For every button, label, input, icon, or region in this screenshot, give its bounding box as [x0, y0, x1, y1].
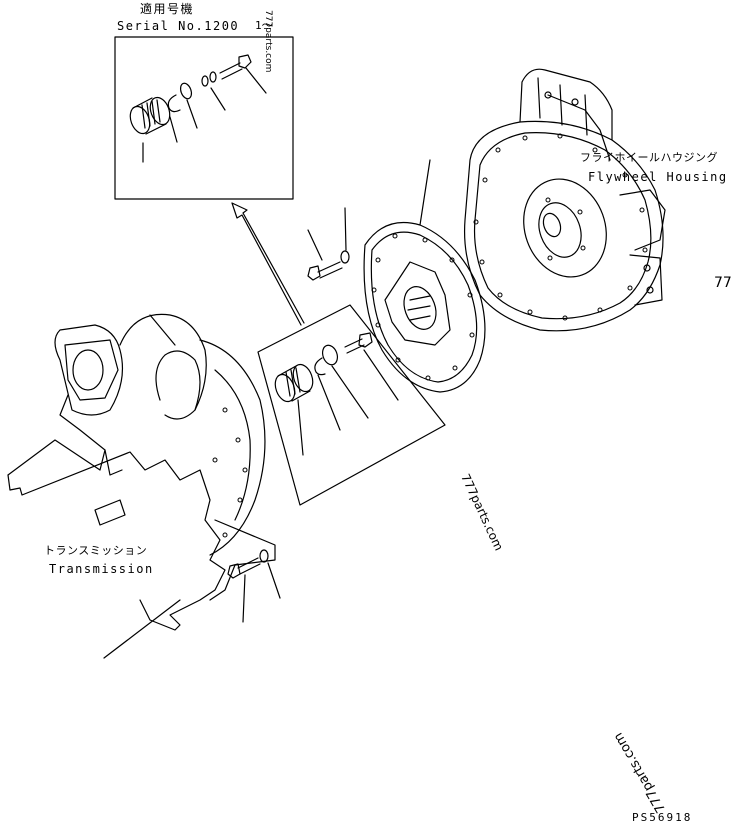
- flywheel-housing: [465, 69, 665, 331]
- transmission-label-jp: トランスミッション: [44, 544, 148, 557]
- inset-bearing: [127, 95, 173, 136]
- transmission-bolt: [228, 550, 280, 622]
- inset-bolt: [220, 55, 251, 79]
- inset-serial: Serial No.1200: [117, 19, 240, 33]
- drive-plate: [364, 160, 485, 392]
- flywheel-housing-label-en: Flywheel Housing: [588, 170, 728, 184]
- part-code: PS56918: [632, 811, 693, 824]
- inset-spring-washer: [210, 72, 216, 82]
- inset-serial-suffix: 1〜: [255, 19, 273, 32]
- flywheel-housing-label-jp: フライホイールハウジング: [580, 151, 718, 164]
- reference-arrow: [232, 203, 304, 325]
- inset-washer: [179, 82, 194, 100]
- inset-parts-box: [115, 37, 293, 199]
- transmission-label-en: Transmission: [49, 562, 154, 576]
- inset-title: 適用号機: [140, 2, 195, 16]
- inset-lock-washer: [202, 76, 208, 86]
- transmission: [8, 314, 275, 658]
- inset-snap-ring: [168, 95, 180, 112]
- plate-bolt: [308, 208, 349, 280]
- page-number: 77: [714, 275, 732, 291]
- watermark-top: 777parts.com: [263, 10, 273, 73]
- bearing-set-box: [258, 305, 445, 505]
